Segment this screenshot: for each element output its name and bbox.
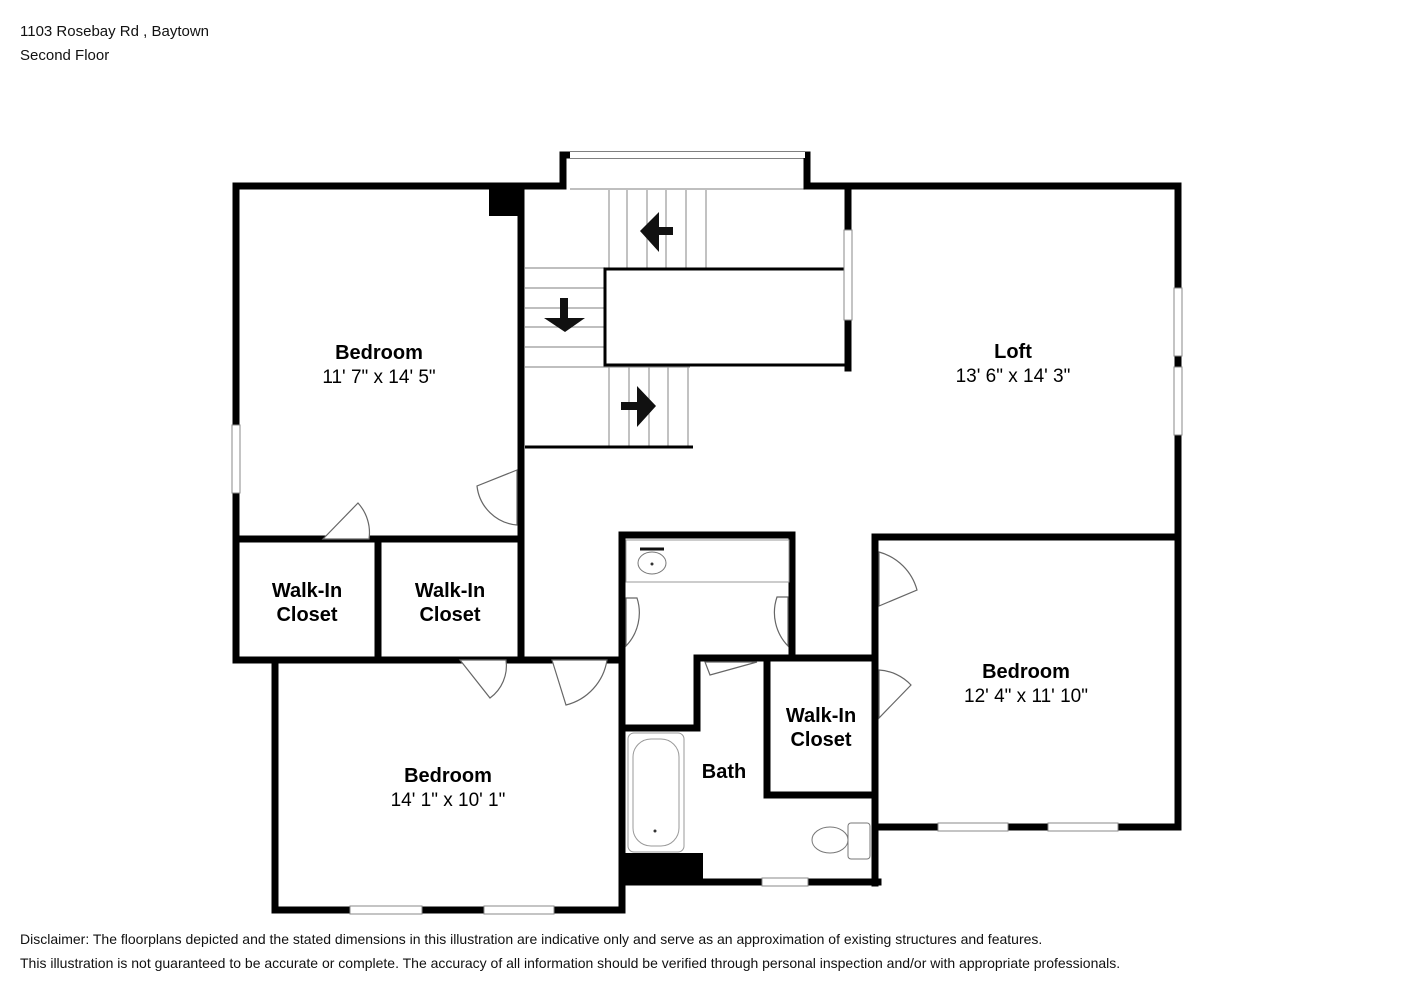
- arrow-left-icon: [640, 212, 673, 252]
- room-dims: 11' 7" x 14' 5": [322, 367, 435, 388]
- room-name: Closet: [276, 604, 337, 626]
- walls: [232, 151, 1182, 914]
- room-name: Closet: [790, 729, 851, 751]
- toilet-icon: [811, 826, 849, 854]
- room-name: Loft: [994, 341, 1032, 363]
- room-name: Bedroom: [982, 661, 1070, 683]
- arrow-right-icon: [621, 386, 656, 427]
- room-name: Bath: [702, 761, 746, 783]
- disclaimer-line-1: Disclaimer: The floorplans depicted and …: [20, 931, 1043, 947]
- windows: [231, 152, 1183, 915]
- room-dims: 14' 1" x 10' 1": [391, 790, 506, 811]
- staircase: [525, 188, 850, 449]
- fixtures: [625, 539, 871, 860]
- disclaimer-line-2: This illustration is not guaranteed to b…: [20, 955, 1121, 971]
- room-name: Bedroom: [335, 342, 423, 364]
- room-name: Walk-In: [786, 705, 856, 727]
- room-name: Walk-In: [415, 580, 485, 602]
- room-name: Bedroom: [404, 765, 492, 787]
- room-name: Walk-In: [272, 580, 342, 602]
- room-dims: 12' 4" x 11' 10": [964, 686, 1088, 707]
- room-labels: Bedroom 11' 7" x 14' 5" Loft 13' 6" x 14…: [272, 341, 1088, 811]
- doors: [321, 469, 918, 720]
- room-dims: 13' 6" x 14' 3": [956, 366, 1071, 387]
- floor-label: Second Floor: [20, 47, 110, 64]
- arrow-down-icon: [544, 298, 585, 332]
- address: 1103 Rosebay Rd , Baytown: [20, 23, 210, 40]
- room-name: Closet: [419, 604, 480, 626]
